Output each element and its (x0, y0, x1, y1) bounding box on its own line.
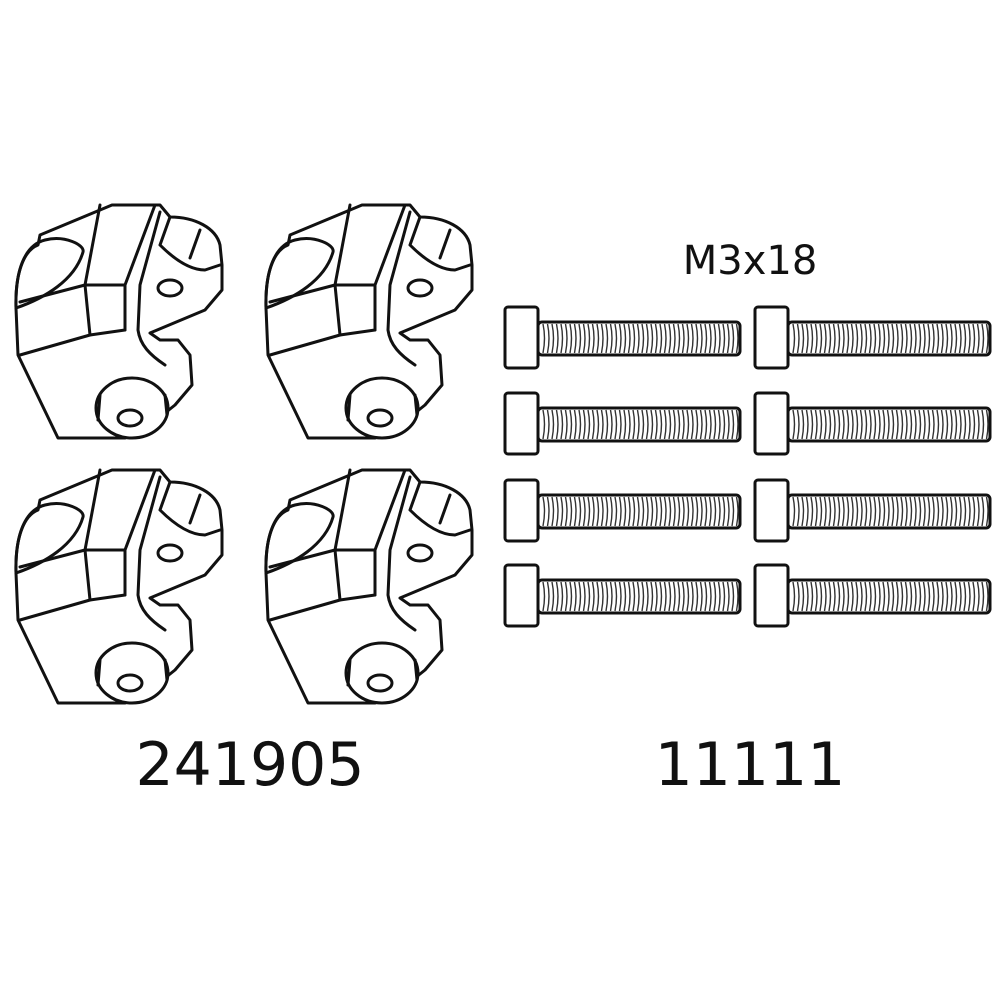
cap-screw-4 (753, 391, 992, 456)
bracket-part-4 (264, 468, 474, 705)
part-number-screw: 11111 (654, 730, 846, 800)
bracket-part-3 (14, 468, 224, 705)
cap-screw-1 (503, 305, 742, 370)
cap-screw-6 (753, 478, 992, 543)
part-number-bracket: 241905 (135, 730, 365, 800)
bracket-part-1 (14, 203, 224, 440)
bracket-part-2 (264, 203, 474, 440)
cap-screw-5 (503, 478, 742, 543)
cap-screw-8 (753, 563, 992, 628)
cap-screw-7 (503, 563, 742, 628)
screw-spec-label: M3x18 (682, 238, 818, 284)
cap-screw-2 (753, 305, 992, 370)
cap-screw-3 (503, 391, 742, 456)
